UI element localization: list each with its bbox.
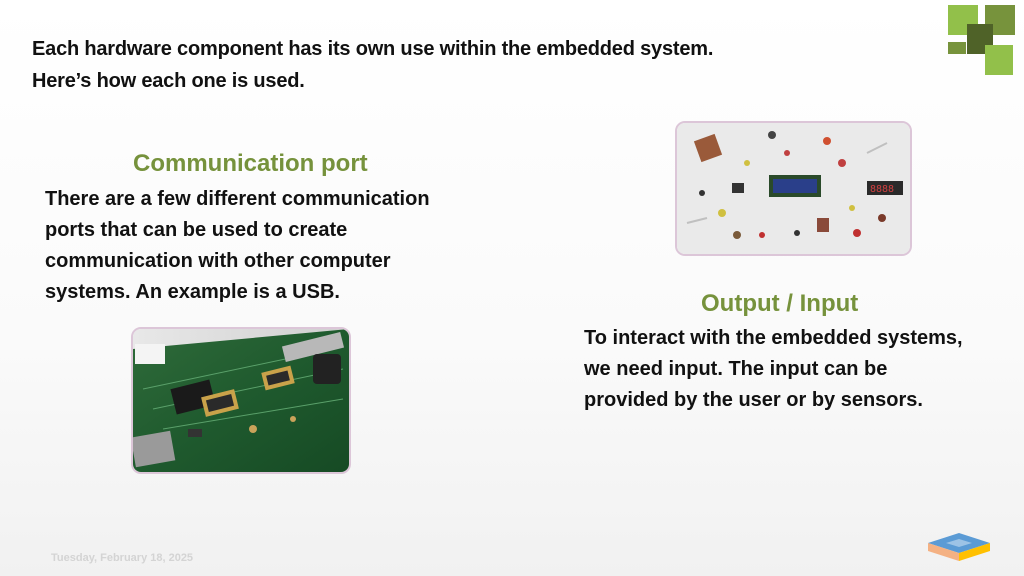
output-input-text: To interact with the embedded systems, w… [584,323,963,416]
output-input-line: To interact with the embedded systems, [584,327,963,349]
circuit-board-image [133,329,349,472]
electronic-components-image: 8888 [677,123,910,254]
communication-port-heading: Communication port [133,150,368,177]
green-squares-logo-icon [948,5,1016,75]
intro-text: Each hardware component has its own use … [32,33,912,97]
communication-line: ports that can be used to create [45,219,348,241]
electronic-components-photo: 8888 [675,121,912,256]
output-input-heading: Output / Input [701,290,859,317]
communication-line: There are a few different communication [45,188,430,210]
output-input-line: provided by the user or by sensors. [584,389,923,411]
footer-date: Tuesday, February 18, 2025 [51,552,194,564]
intro-line-1: Each hardware component has its own use … [32,38,714,60]
communication-port-text: There are a few different communication … [45,184,430,308]
circuit-board-photo [131,327,351,474]
stacked-diamond-logo-icon [928,533,990,561]
svg-text:8888: 8888 [870,184,894,195]
output-input-line: we need input. The input can be [584,358,888,380]
intro-line-2: Here’s how each one is used. [32,70,305,92]
communication-line: communication with other computer [45,250,391,272]
communication-line: systems. An example is a USB. [45,281,340,303]
